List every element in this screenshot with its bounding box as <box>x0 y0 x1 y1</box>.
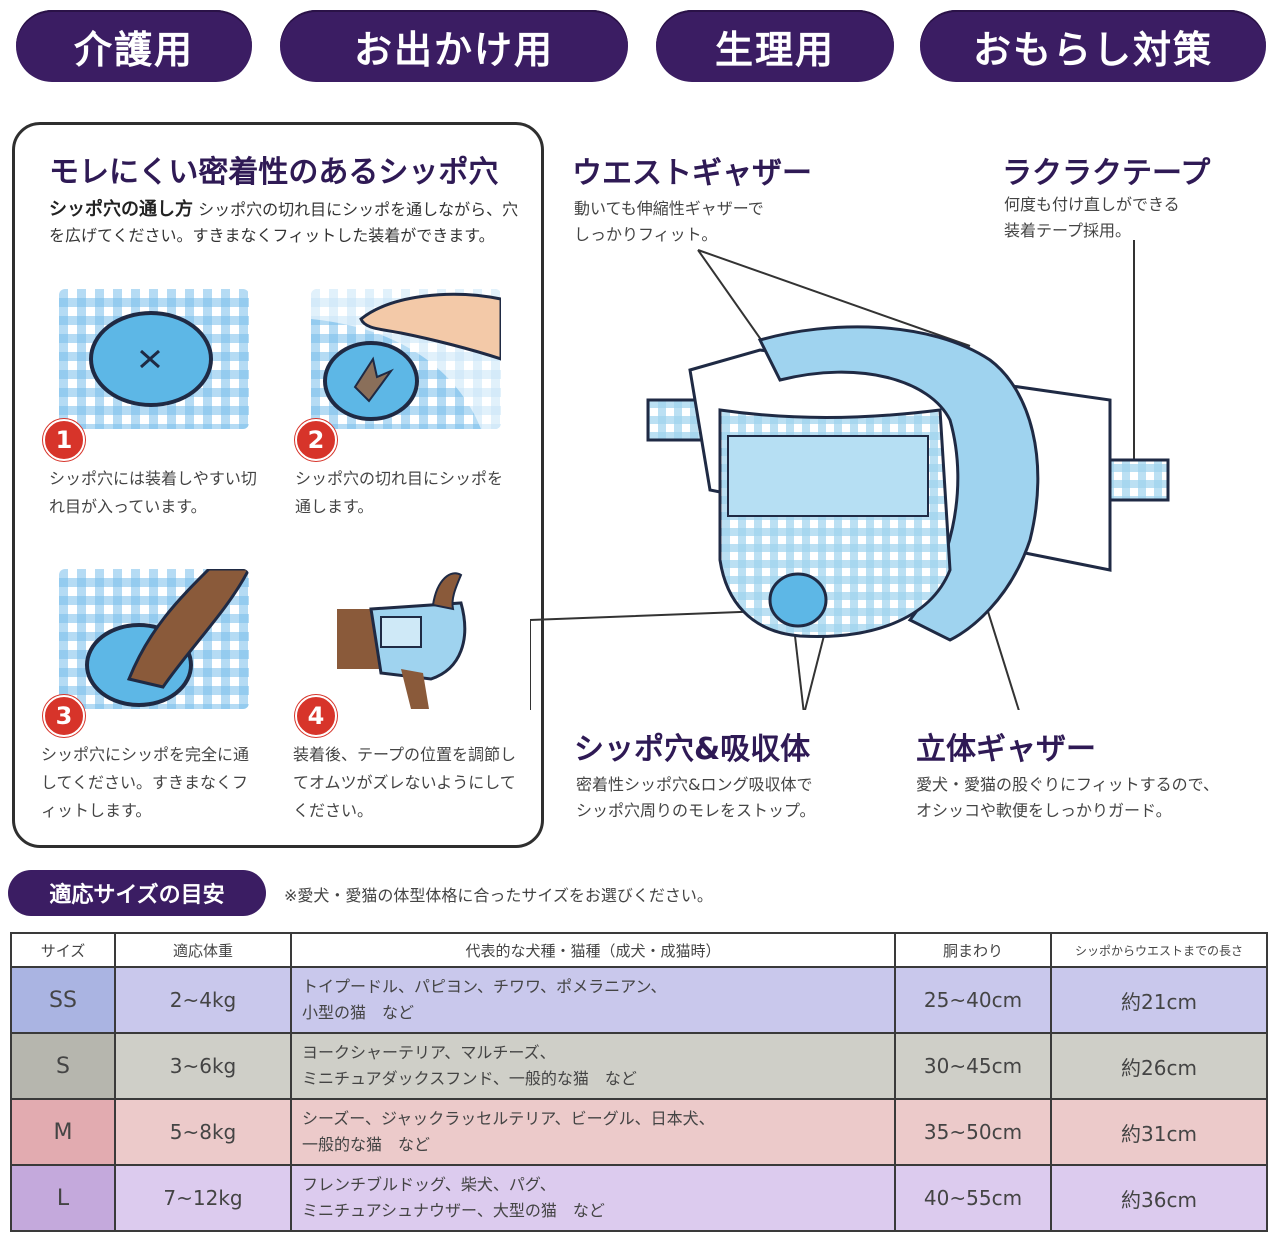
row-breeds: トイプードル、パピヨン、チワワ、ポメラニアン、小型の猫 など <box>290 966 896 1034</box>
row-length: 約21cm <box>1050 966 1268 1034</box>
row-size: SS <box>10 966 116 1034</box>
dog-wearing-diaper-icon <box>337 572 467 709</box>
header-weight: 適応体重 <box>114 932 292 968</box>
easy-tape-desc-2: 装着テープ採用。 <box>1004 221 1132 240</box>
row-size: L <box>10 1164 116 1232</box>
header-waist: 胴まわり <box>894 932 1052 968</box>
step-4-text: 装着後、テープの位置を調節してオムツがズレないようにしてください。 <box>293 745 517 820</box>
row-length: 約31cm <box>1050 1098 1268 1166</box>
category-pill-outing: お出かけ用 <box>280 10 628 82</box>
step-3-illustration <box>59 569 249 709</box>
step-2-illustration <box>311 289 501 429</box>
row-size: M <box>10 1098 116 1166</box>
row-breeds-line-1: ヨークシャーテリア、マルチーズ、 <box>302 1043 556 1062</box>
step-2-text: シッポ穴の切れ目にシッポを通します。 <box>295 469 504 516</box>
size-table: サイズ 適応体重 代表的な犬種・猫種（成犬・成猫時） 胴まわり シッポからウエス… <box>10 932 1268 1232</box>
leg-gather-title: 立体ギャザー <box>916 732 1096 767</box>
row-weight: 3~6kg <box>114 1032 292 1100</box>
waist-gather-title: ウエストギャザー <box>572 156 812 191</box>
row-breeds-line-2: ミニチュアダックスフンド、一般的な猫 など <box>302 1069 637 1088</box>
table-row: L 7~12kg フレンチブルドッグ、柴犬、パグ、ミニチュアシュナウザー、大型の… <box>10 1164 1268 1232</box>
size-guide-title: 適応サイズの目安 <box>8 870 266 916</box>
tail-hole-absorber-title: シッポ穴&吸収体 <box>574 732 811 767</box>
step-1-text: シッポ穴には装着しやすい切れ目が入っています。 <box>49 469 257 516</box>
row-breeds-line-2: 小型の猫 など <box>302 1003 415 1022</box>
tail-hole-absorber-desc-1: 密着性シッポ穴&ロング吸収体で <box>576 775 813 794</box>
step-4-number: 4 <box>295 695 337 737</box>
tail-through-hole-icon <box>85 569 249 707</box>
row-length: 約26cm <box>1050 1032 1268 1100</box>
size-table-header-row: サイズ 適応体重 代表的な犬種・猫種（成犬・成猫時） 胴まわり シッポからウエス… <box>10 932 1268 968</box>
how-to-title: モレにくい密着性のあるシッポ穴 <box>49 155 499 190</box>
step-1-illustration <box>59 289 249 429</box>
table-row: M 5~8kg シーズー、ジャックラッセルテリア、ビーグル、日本犬、一般的な猫 … <box>10 1098 1268 1166</box>
row-breeds-line-1: フレンチブルドッグ、柴犬、パグ、 <box>302 1175 556 1194</box>
row-waist: 25~40cm <box>894 966 1052 1034</box>
row-length: 約36cm <box>1050 1164 1268 1232</box>
how-to-subtitle-text: シッポ穴の切れ目にシッポを通しながら、穴を広げてください。すきまなくフィットした… <box>49 200 519 245</box>
tail-hole-how-to-panel: モレにくい密着性のあるシッポ穴 シッポ穴の通し方 シッポ穴の切れ目にシッポを通し… <box>12 122 544 848</box>
category-pill-incontinence: おもらし対策 <box>920 10 1266 82</box>
row-waist: 35~50cm <box>894 1098 1052 1166</box>
tail-hole-x-icon <box>89 311 213 407</box>
easy-tape-desc-1: 何度も付け直しができる <box>1004 195 1180 214</box>
header-length: シッポからウエストまでの長さ <box>1050 932 1268 968</box>
row-size: S <box>10 1032 116 1100</box>
row-breeds: フレンチブルドッグ、柴犬、パグ、ミニチュアシュナウザー、大型の猫 など <box>290 1164 896 1232</box>
row-weight: 2~4kg <box>114 966 292 1034</box>
row-breeds-line-1: シーズー、ジャックラッセルテリア、ビーグル、日本犬、 <box>302 1109 715 1128</box>
step-4-illustration <box>311 569 501 709</box>
category-pill-period: 生理用 <box>656 10 894 82</box>
row-waist: 30~45cm <box>894 1032 1052 1100</box>
row-weight: 7~12kg <box>114 1164 292 1232</box>
header-breeds: 代表的な犬種・猫種（成犬・成猫時） <box>290 932 896 968</box>
hand-tail-icon <box>311 289 501 429</box>
row-breeds-line-1: トイプードル、パピヨン、チワワ、ポメラニアン、 <box>302 977 667 996</box>
diaper-illustration <box>530 240 1170 710</box>
row-breeds-line-2: 一般的な猫 など <box>302 1135 431 1154</box>
how-to-subtitle-heading: シッポ穴の通し方 <box>49 199 193 220</box>
leg-gather-desc-2: オシッコや軟便をしっかりガード。 <box>916 801 1172 820</box>
table-row: S 3~6kg ヨークシャーテリア、マルチーズ、ミニチュアダックスフンド、一般的… <box>10 1032 1268 1100</box>
easy-tape-title: ラクラクテープ <box>1002 156 1211 191</box>
leg-gather-desc-1: 愛犬・愛猫の股ぐりにフィットするので、 <box>916 775 1220 794</box>
row-breeds-line-2: ミニチュアシュナウザー、大型の猫 など <box>302 1201 605 1220</box>
tail-hole-absorber-desc-2: シッポ穴周りのモレをストップ。 <box>576 801 816 820</box>
category-pill-care: 介護用 <box>16 10 252 82</box>
waist-gather-desc-2: しっかりフィット。 <box>574 225 718 244</box>
waist-gather-desc-1: 動いても伸縮性ギャザーで <box>574 199 764 218</box>
row-breeds: ヨークシャーテリア、マルチーズ、ミニチュアダックスフンド、一般的な猫 など <box>290 1032 896 1100</box>
step-3-text: シッポ穴にシッポを完全に通してください。すきまなくフィットします。 <box>41 745 250 820</box>
step-2-number: 2 <box>295 419 337 461</box>
step-1-number: 1 <box>43 419 85 461</box>
row-breeds: シーズー、ジャックラッセルテリア、ビーグル、日本犬、一般的な猫 など <box>290 1098 896 1166</box>
step-3-number: 3 <box>43 695 85 737</box>
table-row: SS 2~4kg トイプードル、パピヨン、チワワ、ポメラニアン、小型の猫 など … <box>10 966 1268 1034</box>
row-weight: 5~8kg <box>114 1098 292 1166</box>
size-guide-note: ※愛犬・愛猫の体型体格に合ったサイズをお選びください。 <box>284 886 713 905</box>
how-to-subtitle: シッポ穴の通し方 シッポ穴の切れ目にシッポを通しながら、穴を広げてください。すき… <box>49 197 529 249</box>
row-waist: 40~55cm <box>894 1164 1052 1232</box>
header-size: サイズ <box>10 932 116 968</box>
